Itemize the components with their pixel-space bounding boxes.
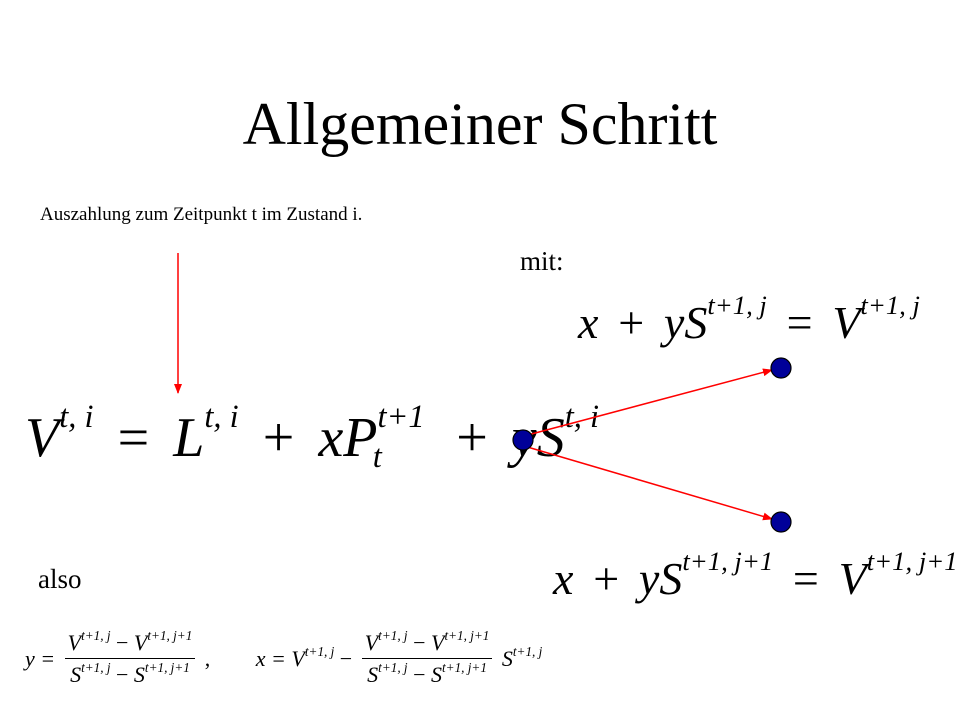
S-superscript: t+1, j+1	[144, 660, 190, 676]
slide-title: Allgemeiner Schritt	[242, 91, 718, 157]
P-subscript: t	[372, 439, 382, 476]
S-symbol: S	[133, 662, 145, 688]
V-superscript: t+1, j	[378, 628, 408, 644]
V-symbol: V	[838, 553, 867, 604]
minus-sign: −	[116, 630, 129, 655]
V-superscript: t+1, j+1	[866, 546, 958, 576]
L-symbol: L	[173, 407, 205, 469]
main-equation: Vt, i = Lt, i + xPt+1t + ySt, i	[25, 401, 599, 474]
L-superscript: t, i	[204, 398, 239, 435]
x-symbol: x	[578, 297, 599, 348]
minus-sign: −	[413, 662, 426, 688]
x-denominator: St+1, j − St+1, j+1	[362, 659, 493, 687]
down-state-equation: x + ySt+1, j+1 = Vt+1, j+1	[553, 548, 958, 604]
mit-label: mit:	[520, 246, 564, 276]
yS-term: yS	[638, 553, 683, 604]
y-denominator: St+1, j − St+1, j+1	[65, 659, 196, 687]
plus-sign: +	[262, 407, 295, 469]
solution-formulas: y = Vt+1, j − Vt+1, j+1 St+1, j − St+1, …	[25, 628, 543, 688]
S-superscript: t+1, j	[512, 643, 543, 659]
payout-annotation: Auszahlung zum Zeitpunkt t im Zustand i.	[40, 204, 363, 225]
branch-down-arrow	[523, 445, 773, 521]
xP-term: xP	[318, 407, 378, 469]
x-lhs: x =	[255, 645, 286, 671]
V-superscript: t+1, j	[860, 290, 920, 320]
S-superscript: t+1, j+1	[682, 546, 774, 576]
V-symbol: V	[291, 645, 305, 671]
node-up	[770, 357, 792, 379]
branch-up-arrow	[523, 368, 773, 437]
V-symbol: V	[67, 630, 82, 655]
equals-sign: =	[786, 297, 813, 348]
S-superscript: t+1, j+1	[442, 660, 487, 676]
yS-term: yS	[663, 297, 708, 348]
also-label: also	[38, 564, 82, 594]
S-superscript: t+1, j	[707, 290, 767, 320]
x-fraction: Vt+1, j − Vt+1, j+1 St+1, j − St+1, j+1	[361, 628, 493, 688]
S-symbol: S	[70, 662, 82, 688]
plus-sign: +	[618, 297, 645, 348]
x-symbol: x	[553, 553, 574, 604]
P-superscript: t+1	[377, 398, 425, 435]
S-superscript: t+1, j	[81, 660, 111, 676]
y-lhs: y =	[25, 645, 56, 671]
S-symbol: S	[367, 662, 379, 688]
plus-sign: +	[593, 553, 620, 604]
V-symbol: V	[832, 297, 861, 348]
V-symbol: V	[364, 630, 379, 655]
node-down	[770, 511, 792, 533]
x-numerator: Vt+1, j − Vt+1, j+1	[361, 628, 493, 660]
up-state-equation: x + ySt+1, j = Vt+1, j	[578, 292, 920, 348]
minus-sign: −	[116, 662, 129, 688]
equals-sign: =	[117, 407, 150, 469]
y-numerator: Vt+1, j − Vt+1, j+1	[64, 628, 196, 660]
V-superscript: t, i	[59, 398, 94, 435]
V-superscript: t+1, j	[81, 628, 111, 644]
minus-sign: −	[339, 645, 353, 671]
V-symbol: V	[133, 630, 148, 655]
V-superscript: t+1, j	[304, 643, 335, 659]
equals-sign: =	[792, 553, 819, 604]
V-superscript: t+1, j+1	[444, 628, 490, 644]
V-symbol: V	[431, 630, 445, 655]
y-fraction: Vt+1, j − Vt+1, j+1 St+1, j − St+1, j+1	[64, 628, 196, 688]
V-superscript: t+1, j+1	[147, 628, 193, 644]
V-symbol: V	[25, 407, 60, 469]
minus-sign: −	[413, 630, 426, 655]
node-start	[512, 429, 534, 451]
S-symbol: S	[501, 645, 513, 671]
S-symbol: S	[431, 662, 443, 688]
plus-sign: +	[456, 407, 488, 469]
S-superscript: t+1, j	[378, 660, 408, 676]
separator-comma: ,	[204, 645, 211, 671]
